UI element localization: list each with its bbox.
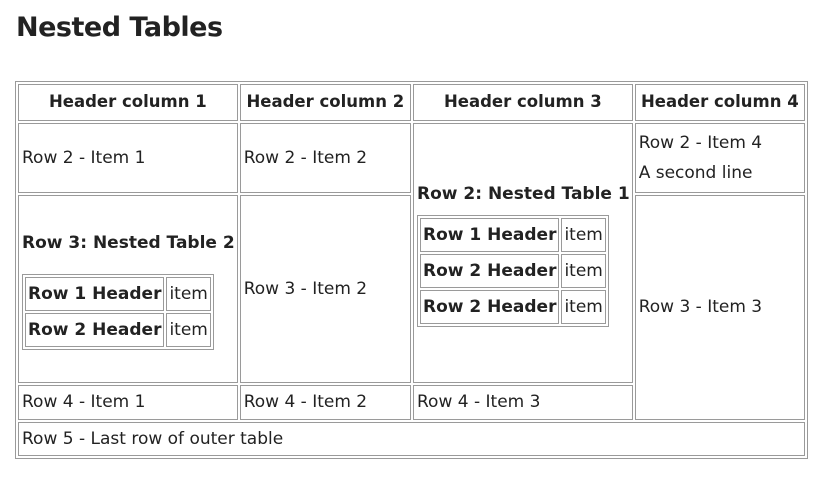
header-column-2: Header column 2 <box>239 84 411 121</box>
row2-item1-cell: Row 2 - Item 1 <box>18 122 238 194</box>
row2-item4-line2: A second line <box>638 162 753 183</box>
header-column-3: Header column 3 <box>413 84 633 121</box>
nested2-row-header: Row 1 Header <box>25 277 165 312</box>
nested2-row: Row 2 Header item <box>25 313 211 348</box>
row3-item3-cell: Row 3 - Item 3 <box>634 195 805 420</box>
nested-table-1-cell: Row 2: Nested Table 1 Row 1 Header item … <box>413 122 633 384</box>
nested-table-2-cell: Row 3: Nested Table 2 Row 1 Header item … <box>18 195 238 384</box>
row4-item1-cell: Row 4 - Item 1 <box>18 385 238 420</box>
nested1-row-item: item <box>561 217 606 252</box>
nested1-row: Row 2 Header item <box>420 253 606 288</box>
nested-table-1-caption: Row 2: Nested Table 1 <box>417 183 630 204</box>
page-title: Nested Tables <box>16 12 223 43</box>
nested-table-2: Row 1 Header item Row 2 Header item <box>22 274 214 351</box>
row2-item4-cell: Row 2 - Item 4 A second line <box>634 122 805 194</box>
row4-item2-cell: Row 4 - Item 2 <box>239 385 411 420</box>
nested-table-1: Row 1 Header item Row 2 Header item Row … <box>417 214 609 327</box>
row2-item4-line1: Row 2 - Item 4 <box>638 132 763 153</box>
nested1-row-item: item <box>561 253 606 288</box>
outer-row-3: Row 3: Nested Table 2 Row 1 Header item … <box>18 195 805 420</box>
row5-last-row-cell: Row 5 - Last row of outer table <box>18 421 805 456</box>
header-column-1: Header column 1 <box>18 84 238 121</box>
nested2-row-header: Row 2 Header <box>25 313 165 348</box>
row4-item3-cell: Row 4 - Item 3 <box>413 385 633 420</box>
row3-item2-cell: Row 3 - Item 2 <box>239 195 411 384</box>
nested2-row: Row 1 Header item <box>25 277 211 312</box>
nested2-row-item: item <box>166 313 211 348</box>
outer-header-row: Header column 1 Header column 2 Header c… <box>18 84 805 121</box>
nested1-row-header: Row 2 Header <box>420 289 560 324</box>
outer-row-4: Row 4 - Item 1 Row 4 - Item 2 Row 4 - It… <box>18 385 805 420</box>
nested1-row-header: Row 2 Header <box>420 253 560 288</box>
nested1-row-header: Row 1 Header <box>420 217 560 252</box>
nested-table-2-caption: Row 3: Nested Table 2 <box>22 233 235 254</box>
row2-item2-cell: Row 2 - Item 2 <box>239 122 411 194</box>
nested1-row-item: item <box>561 289 606 324</box>
nested1-row: Row 1 Header item <box>420 217 606 252</box>
nested2-row-item: item <box>166 277 211 312</box>
header-column-4: Header column 4 <box>634 84 805 121</box>
outer-row-5: Row 5 - Last row of outer table <box>18 421 805 456</box>
outer-row-2: Row 2 - Item 1 Row 2 - Item 2 Row 2: Nes… <box>18 122 805 384</box>
outer-table: Header column 1 Header column 2 Header c… <box>15 81 808 459</box>
nested1-row: Row 2 Header item <box>420 289 606 324</box>
